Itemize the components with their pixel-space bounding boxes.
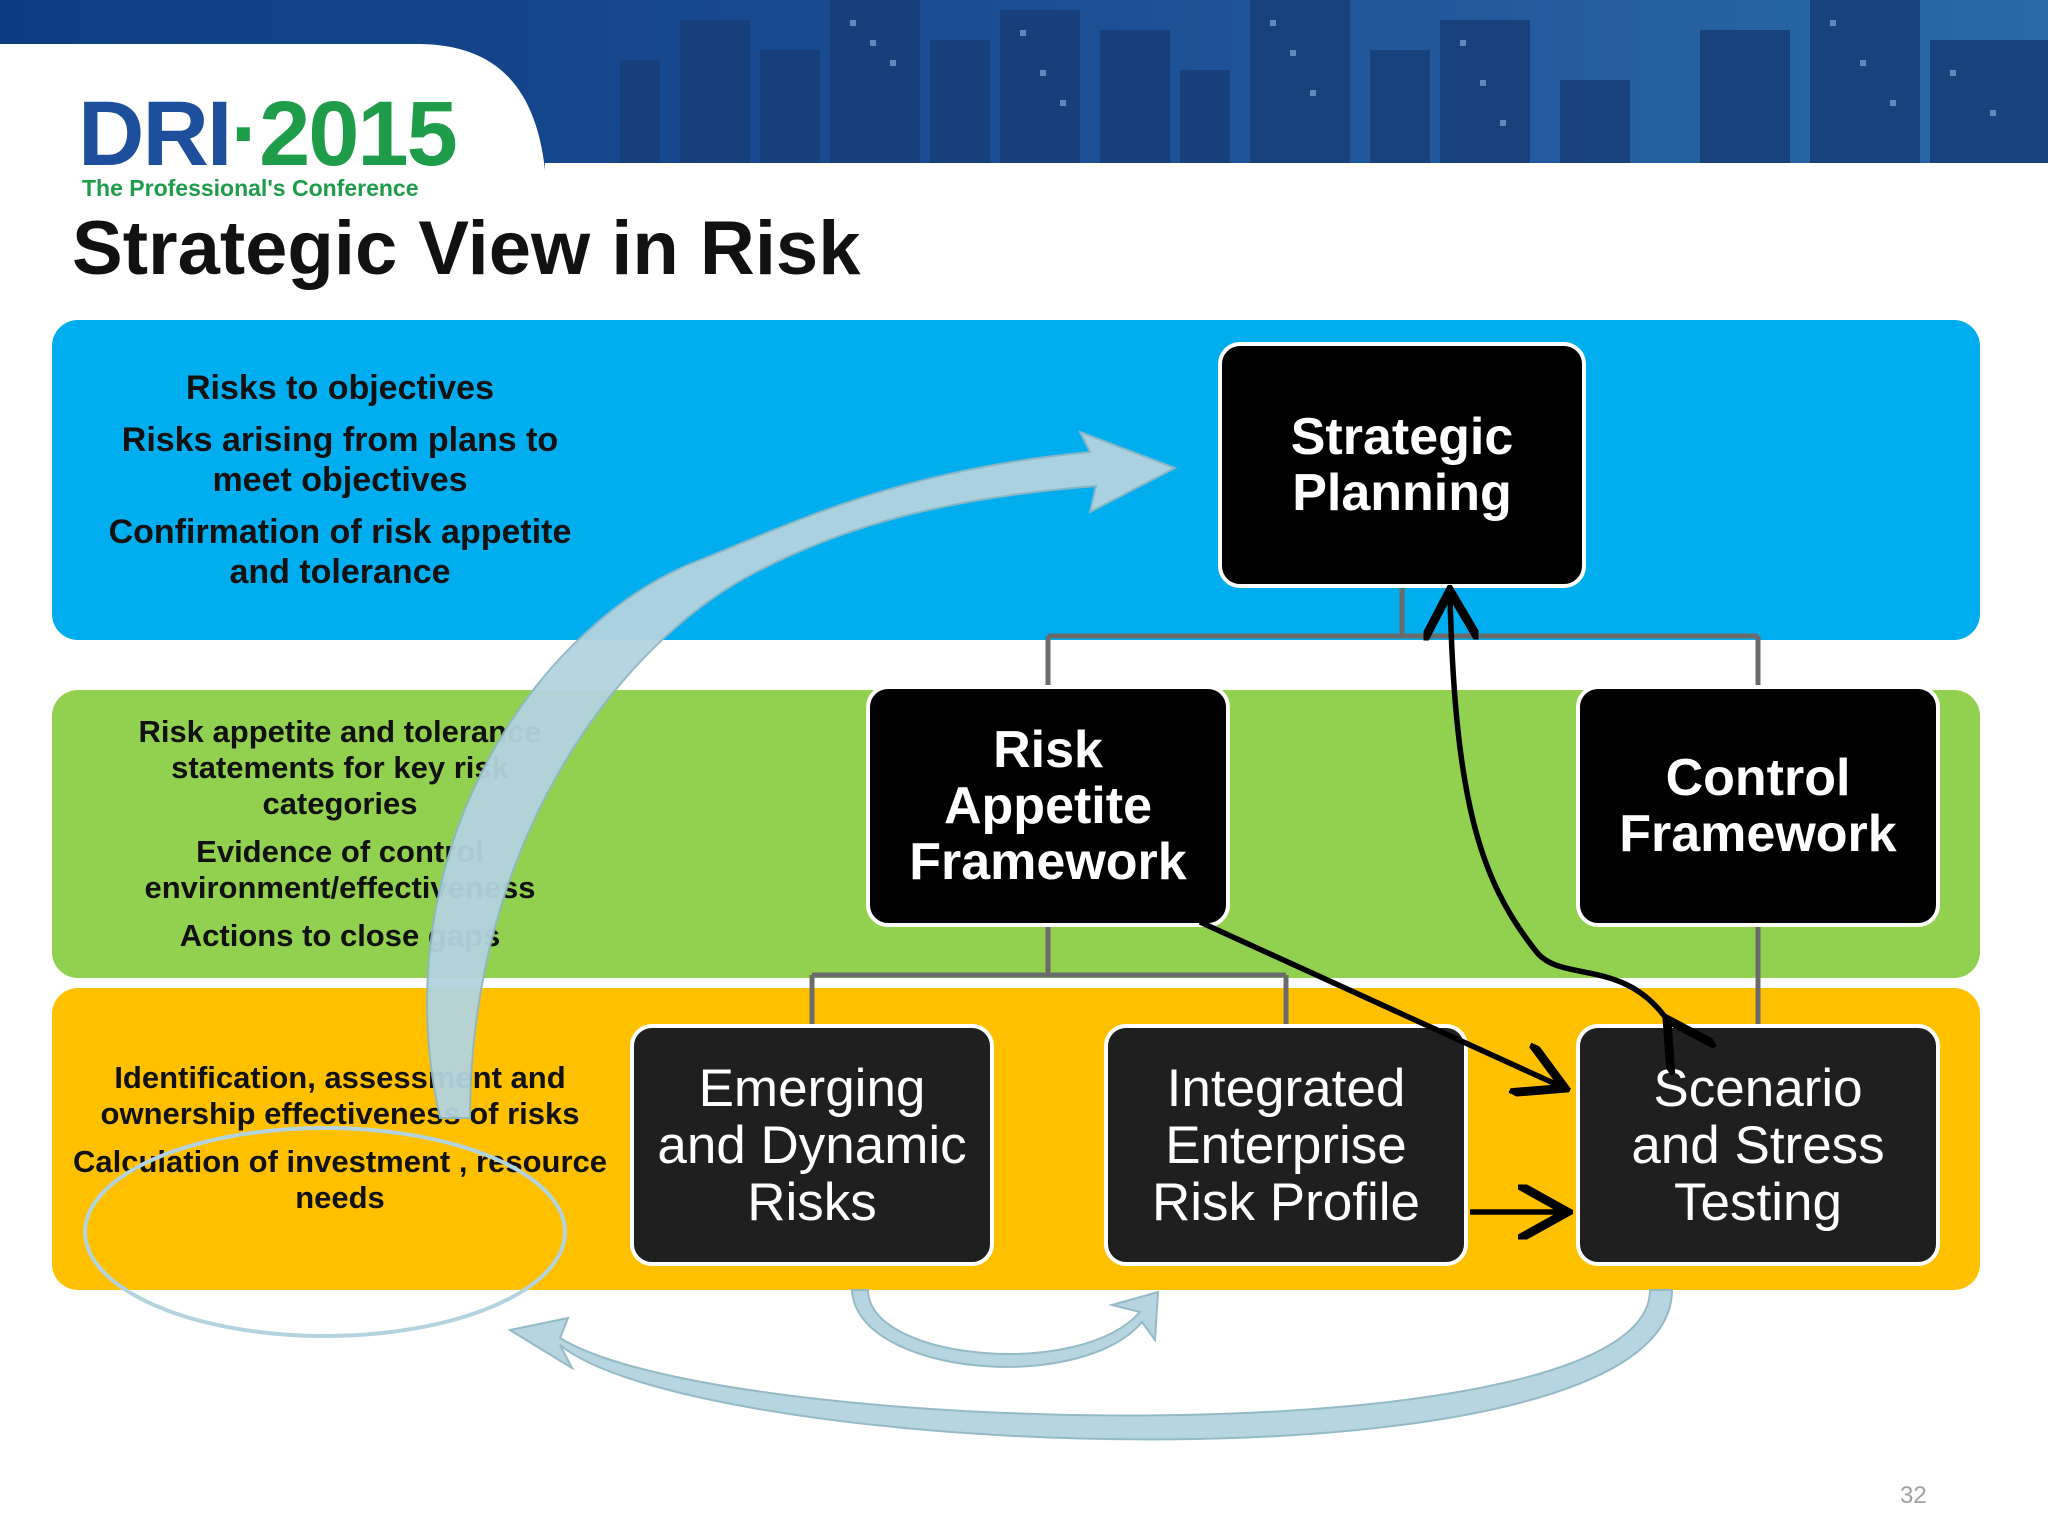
logo-year: 2015 — [259, 83, 458, 185]
strategic-planning-box: Strategic Planning — [1218, 342, 1586, 588]
band-bullet: Confirmation of risk appetite and tolera… — [108, 513, 572, 591]
header-cutout — [0, 0, 545, 170]
band-bullet: Risk appetite and tolerance statements f… — [138, 714, 542, 821]
slide-title: Strategic View in Risk — [72, 206, 861, 291]
page-number: 32 — [1900, 1482, 1927, 1509]
logo-brand: DRI — [78, 83, 232, 185]
emerging-risks-box: Emerging and Dynamic Risks — [630, 1024, 994, 1266]
conference-logo: DRI·2015 — [78, 88, 458, 180]
band-bullet: Calculation of investment , resource nee… — [72, 1144, 608, 1215]
integrated-risk-profile-box: Integrated Enterprise Risk Profile — [1104, 1024, 1468, 1266]
emerging-to-integrated-arrow — [850, 1289, 1160, 1368]
band-bullet: Actions to close gaps — [179, 918, 501, 953]
logo-dot-icon: · — [230, 83, 261, 185]
band-bullet: Evidence of control environment/effectiv… — [144, 834, 536, 905]
scenario-stress-testing-box: Scenario and Stress Testing — [1576, 1024, 1940, 1266]
band-bullet: Risks arising from plans to meet objecti… — [121, 421, 559, 499]
city-skyline-icon — [620, 0, 2048, 170]
header-banner — [0, 0, 2048, 170]
scenario-to-assessment-arrow — [507, 1289, 1674, 1441]
logo-tagline: The Professional's Conference — [82, 175, 419, 201]
framework-band-text: Risk appetite and tolerance statements f… — [90, 714, 590, 954]
operational-band-text: Identification, assessment and ownership… — [66, 1060, 614, 1216]
band-bullet: Identification, assessment and ownership… — [100, 1060, 580, 1131]
risk-appetite-framework-box: Risk Appetite Framework — [866, 685, 1230, 927]
strategic-band-text: Risks to objectives Risks arising from p… — [80, 368, 600, 592]
control-framework-box: Control Framework — [1576, 685, 1940, 927]
band-bullet: Risks to objectives — [185, 369, 494, 407]
